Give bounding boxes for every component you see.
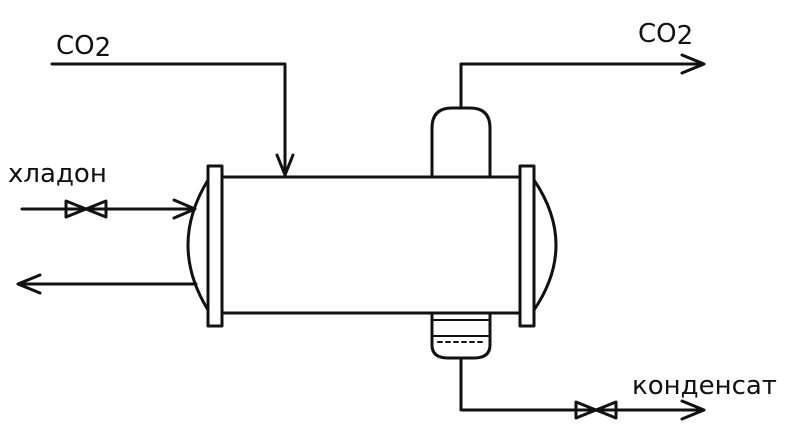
freon-outlet-arrow <box>16 273 42 295</box>
co2-outlet-label: CO2 <box>638 19 693 51</box>
top-dome <box>430 106 492 179</box>
right-head <box>532 178 558 312</box>
condensate-label: конденсат <box>632 371 777 401</box>
condensate-valve-icon <box>574 400 618 420</box>
freon-inlet-arrow <box>172 198 197 220</box>
co2-outlet-arrow <box>680 53 706 75</box>
co2-inlet-arrow <box>275 153 295 177</box>
freon-label: хладон <box>8 159 107 189</box>
left-flange <box>206 164 224 328</box>
condensate-outlet-arrow <box>680 399 706 421</box>
left-head <box>186 178 210 312</box>
co2-outlet-pipe <box>459 62 702 110</box>
vessel-body <box>220 175 522 315</box>
co2-inlet-label: CO2 <box>56 31 111 63</box>
right-flange <box>518 164 536 328</box>
condensate-outlet-pipe <box>459 356 702 412</box>
co2-inlet-pipe <box>50 62 287 174</box>
freon-valve-icon <box>64 199 108 219</box>
